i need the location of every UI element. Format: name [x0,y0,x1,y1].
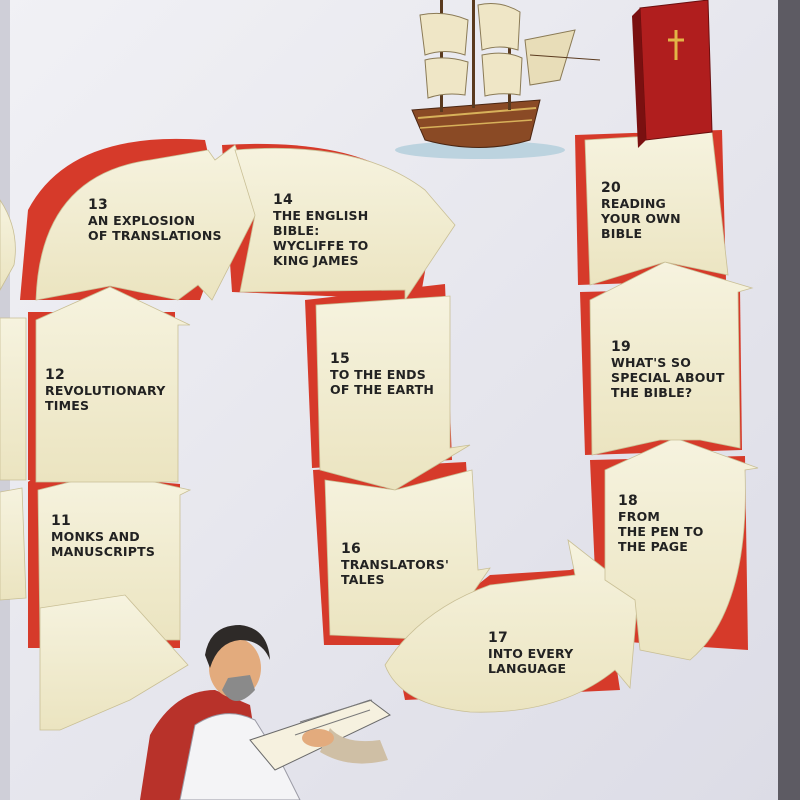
station-14-number: 14 [273,192,293,208]
tile-offpage-strip [0,317,27,481]
station-17-title: INTO EVERY LANGUAGE [488,646,574,676]
station-15-title: TO THE ENDS OF THE EARTH [330,367,435,397]
station-14-title: THE ENGLISH BIBLE: WYCLIFFE TO KING JAME… [273,208,369,268]
tile-offpage-strip-lower [0,487,27,601]
monk-scribe-illustration [140,625,391,800]
tile-station-13 [35,144,259,301]
tile-station-15 [315,295,471,491]
station-17-number: 17 [488,630,508,646]
path-tiles [0,131,759,731]
tile-station-12 [35,286,191,483]
tile-connector-below-11 [39,594,189,731]
station-16-title: TRANSLATORS' TALES [341,557,449,587]
station-12-number: 12 [45,367,65,383]
station-18-number: 18 [618,493,638,509]
tile-station-19 [589,261,754,456]
station-13-title: AN EXPLOSION OF TRANSLATIONS [88,213,222,243]
sailing-ship-illustration [395,0,601,159]
station-11-number: 11 [51,513,71,529]
station-15-number: 15 [330,351,350,367]
station-13-label: 13 AN EXPLOSION OF TRANSLATIONS [88,197,222,243]
station-13-number: 13 [88,197,108,213]
station-19-label: 19 WHAT'S SO SPECIAL ABOUT THE BIBLE? [611,339,725,400]
station-11-title: MONKS AND MANUSCRIPTS [51,529,156,559]
tile-station-14 [234,148,456,302]
tile-station-18 [604,437,759,661]
station-17-label: 17 INTO EVERY LANGUAGE [488,630,573,676]
tile-station-16 [324,469,491,641]
station-20-number: 20 [601,180,621,196]
tile-station-17 [384,539,639,713]
station-16-label: 16 TRANSLATORS' TALES [341,541,449,587]
station-11-label: 11 MONKS AND MANUSCRIPTS [51,513,155,559]
station-15-label: 15 TO THE ENDS OF THE EARTH [330,351,434,397]
station-18-label: 18 FROM THE PEN TO THE PAGE [618,493,704,554]
red-bible-illustration [632,0,713,148]
station-19-title: WHAT'S SO SPECIAL ABOUT THE BIBLE? [611,355,725,400]
station-20-title: READING YOUR OWN BIBLE [601,196,681,241]
tile-offpage-arrow [0,199,16,291]
station-16-number: 16 [341,541,361,557]
table-edge [778,0,800,800]
station-19-number: 19 [611,339,631,355]
station-12-label: 12 REVOLUTIONARY TIMES [45,367,165,413]
station-14-label: 14 THE ENGLISH BIBLE: WYCLIFFE TO KING J… [273,192,369,268]
station-12-title: REVOLUTIONARY TIMES [45,383,166,413]
station-18-title: FROM THE PEN TO THE PAGE [618,509,704,554]
station-20-label: 20 READING YOUR OWN BIBLE [601,180,681,241]
